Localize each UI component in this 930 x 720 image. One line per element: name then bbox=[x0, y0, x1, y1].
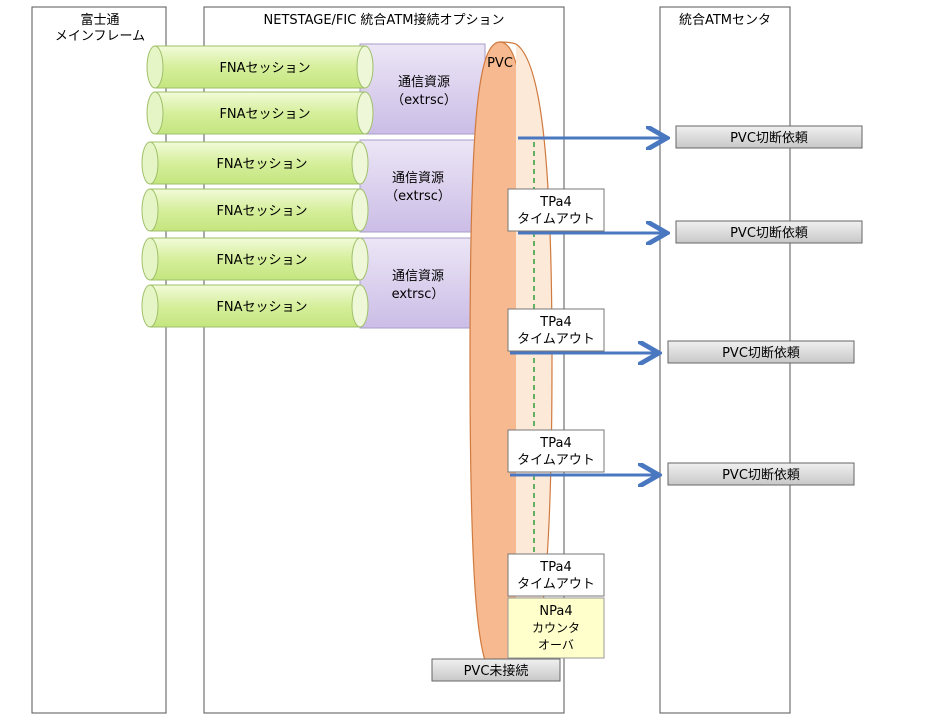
disconnect-request-4: PVC切断依頼 bbox=[667, 462, 855, 486]
timeout-1-line2: タイムアウト bbox=[517, 212, 595, 227]
timeout-box-3: TPa4 タイムアウト bbox=[507, 429, 605, 473]
disconnect-request-1-label: PVC切断依頼 bbox=[730, 131, 808, 146]
resource-3-line2: extrsc） bbox=[392, 287, 445, 302]
disconnect-request-2-label: PVC切断依頼 bbox=[730, 226, 808, 241]
counter-line3: オーバ bbox=[538, 638, 574, 652]
resource-2-line1: 通信資源 bbox=[392, 171, 444, 186]
disconnect-request-4-label: PVC切断依頼 bbox=[722, 468, 800, 483]
timeout-box-2: TPa4 タイムアウト bbox=[507, 308, 605, 352]
resource-3-line1: 通信資源 bbox=[392, 269, 444, 284]
resource-2-line2: （extrsc） bbox=[385, 189, 451, 204]
timeout-box-1: TPa4 タイムアウト bbox=[507, 188, 605, 232]
fna-session-6-label: FNAセッション bbox=[216, 300, 307, 315]
disconnect-request-3-label: PVC切断依頼 bbox=[722, 346, 800, 361]
timeout-2-line2: タイムアウト bbox=[517, 332, 595, 347]
resource-block-2: 通信資源 （extrsc） bbox=[359, 139, 486, 233]
timeout-3-line1: TPa4 bbox=[539, 436, 571, 451]
disconnect-request-1: PVC切断依頼 bbox=[675, 125, 863, 149]
option-title: NETSTAGE/FIC 統合ATM接続オプション bbox=[264, 12, 505, 28]
timeout-2-line1: TPa4 bbox=[539, 315, 571, 330]
center-title: 統合ATMセンタ bbox=[679, 13, 771, 28]
resource-block-3: 通信資源 extrsc） bbox=[359, 237, 486, 329]
host-column bbox=[31, 6, 167, 714]
resource-1-line1: 通信資源 bbox=[398, 75, 450, 90]
counter-line2: カウンタ bbox=[532, 621, 580, 635]
host-title-line1: 富士通 bbox=[80, 12, 119, 28]
disconnect-request-3: PVC切断依頼 bbox=[667, 340, 855, 364]
fna-session-1: FNAセッション bbox=[146, 45, 374, 89]
timeout-4-line2: タイムアウト bbox=[517, 577, 595, 592]
fna-session-3-label: FNAセッション bbox=[216, 157, 307, 172]
fna-session-1-label: FNAセッション bbox=[219, 61, 310, 76]
fna-session-5: FNAセッション bbox=[141, 237, 369, 281]
fna-session-2: FNAセッション bbox=[146, 91, 374, 135]
fna-session-6: FNAセッション bbox=[141, 284, 369, 328]
counter-line1: NPa4 bbox=[539, 604, 572, 619]
timeout-box-4: TPa4 タイムアウト bbox=[507, 553, 605, 597]
timeout-4-line1: TPa4 bbox=[539, 560, 571, 575]
counter-over-box: NPa4 カウンタ オーバ bbox=[507, 597, 605, 659]
resource-1-line2: （extrsc） bbox=[391, 93, 457, 108]
fna-session-4-label: FNAセッション bbox=[216, 204, 307, 219]
fna-session-5-label: FNAセッション bbox=[216, 253, 307, 268]
host-title-line2: メインフレーム bbox=[55, 29, 145, 44]
resource-block-1: 通信資源 （extrsc） bbox=[359, 43, 486, 135]
fna-session-2-label: FNAセッション bbox=[219, 107, 310, 122]
timeout-1-line1: TPa4 bbox=[539, 195, 571, 210]
timeout-3-line2: タイムアウト bbox=[517, 453, 595, 468]
pvc-unconnected-box: PVC未接続 bbox=[431, 658, 561, 682]
pvc-label: PVC bbox=[487, 56, 513, 71]
fna-session-3: FNAセッション bbox=[141, 141, 369, 185]
disconnect-request-2: PVC切断依頼 bbox=[675, 220, 863, 244]
fna-session-4: FNAセッション bbox=[141, 188, 369, 232]
pvc-unconnected-label: PVC未接続 bbox=[464, 663, 529, 679]
